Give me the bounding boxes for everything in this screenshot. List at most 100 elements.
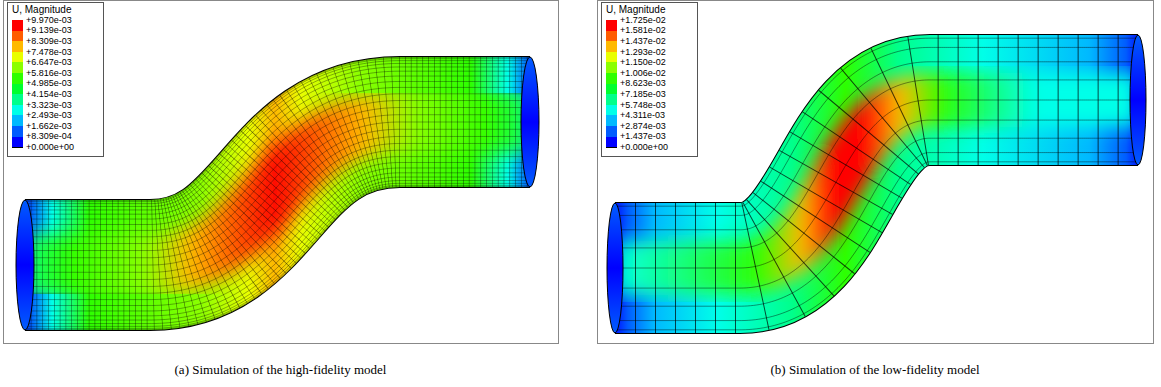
legend-swatch	[12, 41, 23, 52]
legend-entry: +7.185e-03	[606, 89, 696, 100]
legend-entry: +4.311e-03	[606, 110, 696, 121]
legend-entry: +1.293e-02	[606, 47, 696, 58]
legend-value: +1.150e-02	[620, 57, 666, 68]
legend-entry: +5.748e-03	[606, 100, 696, 111]
legend-swatch	[606, 20, 617, 31]
legend-value: +8.309e-03	[26, 36, 72, 47]
legend-swatch	[606, 52, 617, 63]
legend-value: +1.437e-02	[620, 36, 666, 47]
legend-swatch	[12, 52, 23, 63]
mesh-line	[25, 163, 530, 306]
legend-value: +0.000e+00	[620, 142, 668, 153]
legend-swatch	[606, 41, 617, 52]
legend-value: +5.816e-03	[26, 68, 72, 79]
legend-entry: +1.725e-02	[606, 15, 696, 26]
mesh-line	[615, 162, 1137, 330]
legend-tick	[606, 147, 617, 148]
legend-value: +8.309e-04	[26, 131, 72, 142]
legend-value: +4.311e-03	[620, 110, 665, 121]
legend-value: +8.623e-03	[620, 78, 666, 89]
legend-entry: +1.581e-02	[606, 25, 696, 36]
mesh-line	[25, 185, 530, 328]
legend-swatch	[606, 73, 617, 84]
legend-swatch	[12, 20, 23, 31]
legend-entry: +1.662e-03	[12, 121, 102, 132]
legend-value: +9.139e-03	[26, 25, 72, 36]
legend-entry: +9.970e-03	[12, 15, 102, 26]
legend-swatch	[606, 105, 617, 116]
legend-entry: +0.000e+00	[606, 142, 696, 153]
legend-value: +0.000e+00	[26, 142, 74, 153]
mesh-line	[25, 168, 530, 311]
mesh-line	[25, 181, 530, 324]
legend-value: +1.581e-02	[620, 25, 666, 36]
legend-tick	[12, 147, 23, 148]
legend-swatch	[12, 105, 23, 116]
legend-value: +7.185e-03	[620, 89, 666, 100]
legend-swatch	[12, 73, 23, 84]
legend-entry: +8.309e-03	[12, 36, 102, 47]
legend-swatch	[12, 84, 23, 95]
legend-entry: +3.323e-03	[12, 100, 102, 111]
mesh-line	[25, 173, 530, 316]
figure-caption: (a) Simulation of the high-fidelity mode…	[3, 362, 558, 378]
panel-frame	[4, 1, 559, 344]
mesh-line	[25, 177, 530, 320]
legend-frame	[602, 3, 698, 157]
legend-entry: +9.139e-03	[12, 25, 102, 36]
legend-swatch	[606, 137, 617, 148]
legend-swatch	[606, 31, 617, 42]
legend-entry: +6.647e-03	[12, 57, 102, 68]
legend-value: +2.493e-03	[26, 110, 72, 121]
legend-entry: +8.623e-03	[606, 78, 696, 89]
legend-entry: +2.874e-03	[606, 121, 696, 132]
pipe-end-cap	[16, 200, 34, 330]
mesh-line	[25, 157, 530, 300]
legend-value: +1.006e-02	[620, 68, 666, 79]
mesh-line	[25, 150, 530, 293]
legend-swatch	[12, 62, 23, 73]
legend-value: +5.748e-03	[620, 100, 666, 111]
legend-value: +4.154e-03	[26, 89, 72, 100]
legend-value: +7.478e-03	[26, 47, 72, 58]
mesh-line	[615, 153, 1137, 321]
legend-swatch	[12, 137, 23, 148]
legend-frame	[8, 3, 104, 157]
legend-value: +2.874e-03	[620, 121, 666, 132]
panel-frame	[598, 1, 1154, 344]
figure-caption: (b) Simulation of the low-fidelity model	[597, 362, 1153, 378]
legend-title: U, Magnitude	[12, 4, 71, 16]
legend-entry: +1.006e-02	[606, 68, 696, 79]
pipe-end-cap	[607, 203, 623, 333]
legend-swatch	[12, 94, 23, 105]
legend-swatch	[606, 115, 617, 126]
legend-swatch	[12, 126, 23, 137]
legend-swatch	[606, 94, 617, 105]
legend-value: +1.725e-02	[620, 15, 666, 26]
mesh-line	[615, 138, 1137, 306]
legend-swatch	[12, 115, 23, 126]
legend-swatch	[606, 84, 617, 95]
legend-entry: +1.437e-03	[606, 131, 696, 142]
legend-entry: +0.000e+00	[12, 142, 102, 153]
legend-value: +9.970e-03	[26, 15, 72, 26]
legend-value: +1.662e-03	[26, 121, 72, 132]
legend-entry: +1.150e-02	[606, 57, 696, 68]
legend-swatch	[606, 126, 617, 137]
legend-entry: +4.154e-03	[12, 89, 102, 100]
pipe-end-cap	[1130, 35, 1146, 165]
legend-value: +4.985e-03	[26, 78, 72, 89]
legend-swatch	[606, 62, 617, 73]
legend-entry: +2.493e-03	[12, 110, 102, 121]
legend-value: +1.437e-03	[620, 131, 666, 142]
legend-value: +6.647e-03	[26, 57, 72, 68]
legend-swatch	[12, 31, 23, 42]
legend-entry: +5.816e-03	[12, 68, 102, 79]
legend-entry: +4.985e-03	[12, 78, 102, 89]
pipe-end-cap	[521, 57, 539, 187]
legend-entry: +8.309e-04	[12, 131, 102, 142]
legend-entry: +1.437e-02	[606, 36, 696, 47]
legend-entry: +7.478e-03	[12, 47, 102, 58]
legend-title: U, Magnitude	[606, 4, 665, 16]
